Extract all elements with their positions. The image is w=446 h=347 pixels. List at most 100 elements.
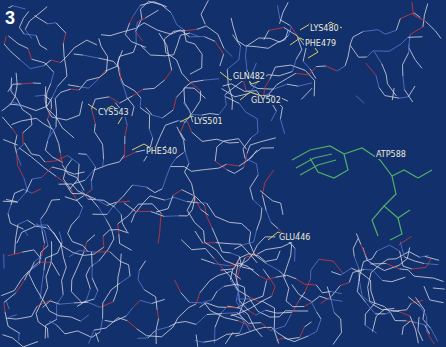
bond-line <box>86 267 90 275</box>
bond-line <box>154 80 165 88</box>
bond-line <box>217 250 225 260</box>
bond-line <box>36 118 43 123</box>
bond-line <box>133 89 143 96</box>
bond-line <box>141 46 150 55</box>
bond-line <box>205 242 217 250</box>
bond-line <box>427 332 434 344</box>
bond-line <box>84 254 94 255</box>
bond-line <box>245 158 257 163</box>
bond-line <box>150 55 165 57</box>
bond-line <box>350 45 359 57</box>
bond-line <box>96 199 107 205</box>
bond-line <box>212 291 217 300</box>
bond-line <box>232 81 243 89</box>
bond-line <box>195 196 204 205</box>
bond-line <box>202 139 217 141</box>
bond-line <box>42 271 44 284</box>
bond-line <box>55 99 56 112</box>
bond-line <box>185 172 192 184</box>
bond-line <box>155 189 163 193</box>
bond-line <box>169 57 172 71</box>
bond-line <box>103 144 104 159</box>
bond-line <box>22 133 23 145</box>
bond-line <box>408 270 414 276</box>
bond-line <box>14 280 21 291</box>
bond-line <box>107 57 108 72</box>
bond-line <box>174 197 187 201</box>
bond-line <box>360 281 363 296</box>
bond-line <box>200 281 210 293</box>
bond-line <box>215 314 220 327</box>
bond-line <box>16 316 31 319</box>
bond-line <box>30 12 42 21</box>
bond-line <box>52 199 60 201</box>
bond-line <box>46 200 52 212</box>
bond-line <box>16 225 18 240</box>
bond-line <box>395 320 406 321</box>
bond-line <box>81 315 89 321</box>
bond-line <box>261 323 271 331</box>
bond-line <box>124 89 126 98</box>
bond-line <box>24 34 36 35</box>
bond-line <box>136 31 137 45</box>
bond-line <box>224 139 239 141</box>
bond-line <box>317 312 322 319</box>
bond-line <box>300 311 308 312</box>
bond-line <box>35 95 44 96</box>
bond-line <box>117 277 119 291</box>
bond-line <box>249 232 250 242</box>
bond-line <box>408 297 420 307</box>
bond-line <box>214 258 225 270</box>
bond-line <box>71 89 79 91</box>
bond-line <box>99 249 109 261</box>
bond-line <box>412 267 426 269</box>
bond-line <box>39 262 52 263</box>
bond-line <box>15 145 17 153</box>
bond-line <box>124 203 135 212</box>
bond-line <box>23 125 32 133</box>
bond-line <box>424 286 430 300</box>
bond-line <box>32 177 42 179</box>
bond-line <box>379 88 385 96</box>
bond-line <box>203 340 216 342</box>
bond-line <box>34 16 47 24</box>
bond-line <box>133 300 140 308</box>
bond-line <box>187 210 195 222</box>
bond-line <box>284 268 287 277</box>
bond-line <box>372 316 376 331</box>
bond-line <box>212 228 216 237</box>
bond-line <box>145 10 158 18</box>
bond-line <box>217 139 229 143</box>
bond-line <box>224 318 238 321</box>
bond-line <box>56 23 66 33</box>
bond-line <box>243 138 251 149</box>
bond-line <box>356 96 364 104</box>
bond-line <box>165 55 173 56</box>
bond-line <box>15 85 17 97</box>
bond-line <box>40 45 47 50</box>
bond-line <box>215 41 224 54</box>
bond-line <box>56 112 58 127</box>
bond-line <box>340 283 349 286</box>
bond-line <box>287 256 291 268</box>
bond-line <box>185 152 189 164</box>
bond-line <box>18 332 19 341</box>
bond-line <box>222 252 230 253</box>
bond-line <box>192 114 202 116</box>
bond-line <box>3 335 13 338</box>
bond-line <box>358 269 360 282</box>
residue-label: LYS480 <box>309 24 340 33</box>
bond-line <box>430 300 444 303</box>
bond-line <box>237 313 249 324</box>
bond-line <box>262 195 266 210</box>
bond-line <box>156 138 160 147</box>
bond-line <box>334 313 341 319</box>
bond-line <box>121 81 125 89</box>
bond-line <box>124 144 125 155</box>
bond-line <box>124 85 135 91</box>
bond-line <box>418 330 423 341</box>
bond-line <box>156 209 168 212</box>
bond-line <box>266 310 277 313</box>
bond-line <box>242 242 253 245</box>
bond-line <box>219 105 227 115</box>
